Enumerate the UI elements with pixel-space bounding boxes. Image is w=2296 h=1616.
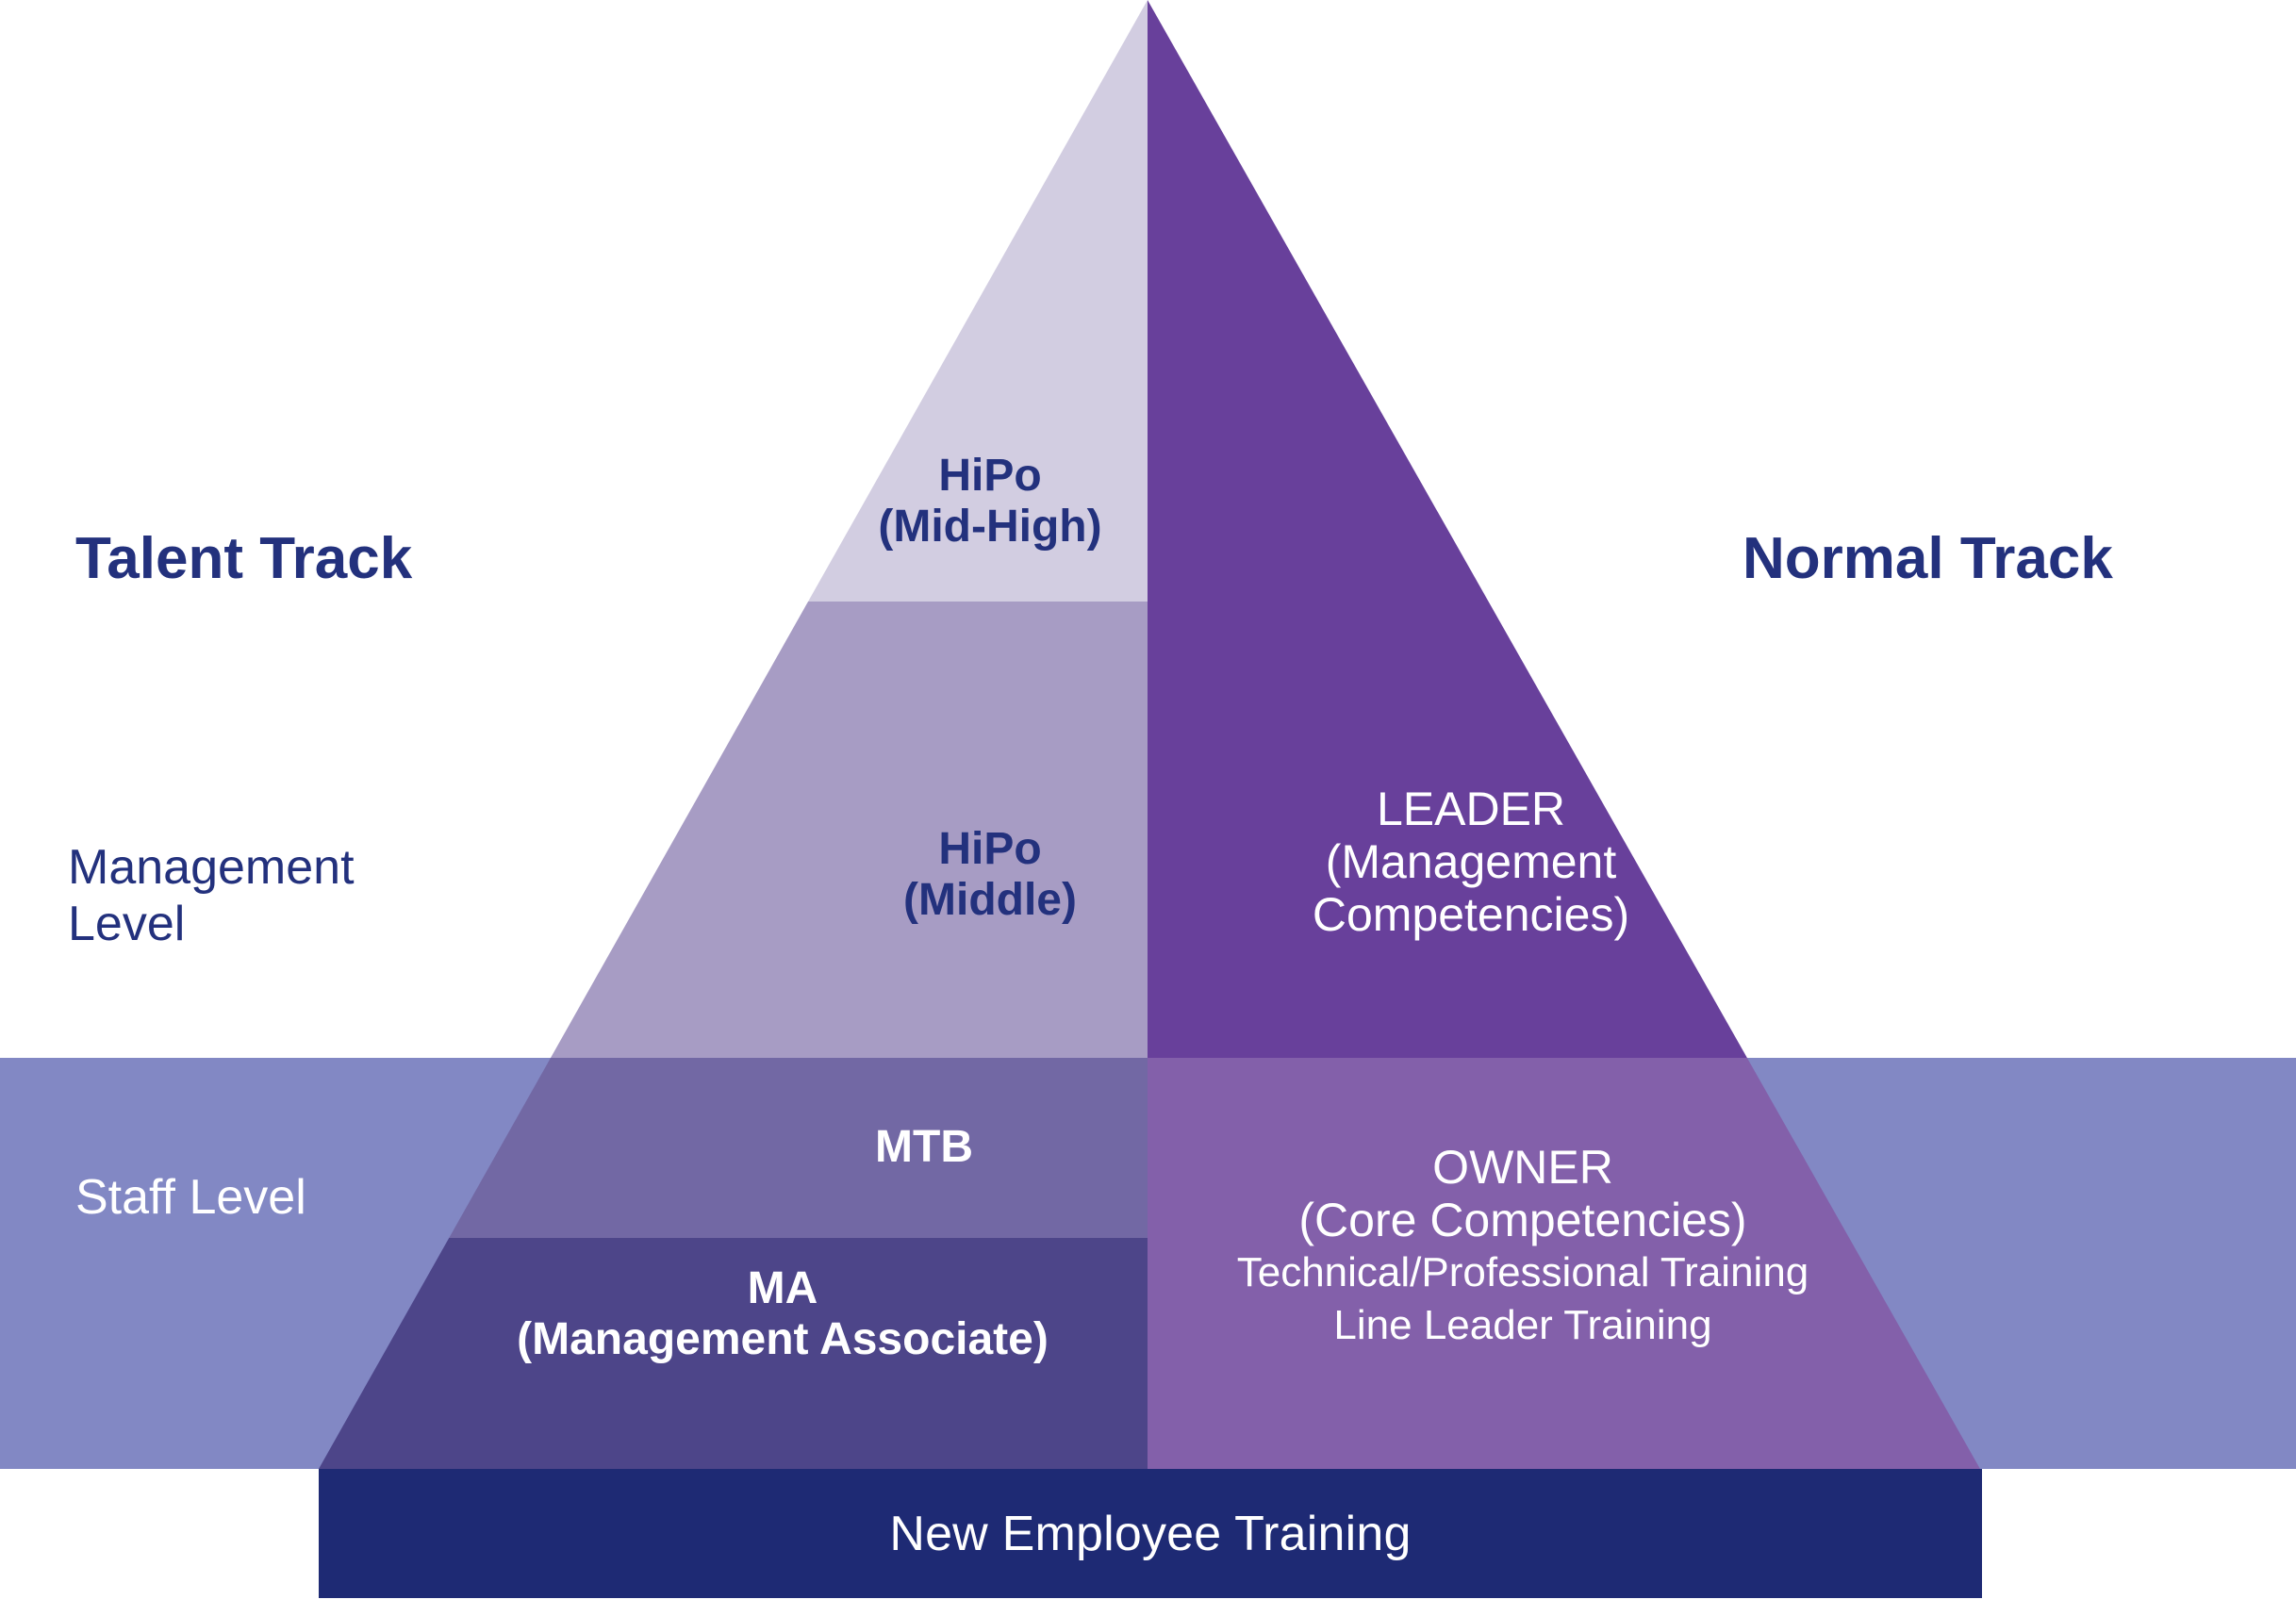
management-level-line-1: Management [68,840,355,895]
mtb-line-1: MTB [875,1122,973,1172]
ma-text: MA (Management Associate) [405,1263,1160,1365]
ma-line-1: MA [747,1263,818,1313]
hipo-mid-high-line-1: HiPo [938,451,1042,501]
hipo-middle-text: HiPo (Middle) [820,824,1160,926]
hipo-middle-line-2: (Middle) [903,874,1077,925]
leader-line-3: Competencies) [1312,888,1630,941]
new-employee-training-bar: New Employee Training [319,1469,1982,1598]
leader-text: LEADER (Management Competencies) [1160,783,1782,941]
normal-track-title: Normal Track [1743,526,2113,591]
hipo-mid-high-line-2: (Mid-High) [878,501,1102,552]
ma-line-2: (Management Associate) [517,1313,1049,1364]
staff-level-label: Staff Level [75,1170,306,1225]
tier-ma [319,1238,1148,1469]
leader-line-1: LEADER [1376,783,1566,835]
mtb-text: MTB [754,1122,1094,1173]
hipo-mid-high-text: HiPo (Mid-High) [820,451,1160,552]
hipo-middle-line-1: HiPo [938,824,1042,874]
owner-line-2: (Core Competencies) [1298,1194,1747,1246]
management-level-label: Management Level [68,839,558,953]
owner-line-4: Line Leader Training [1333,1302,1712,1349]
owner-text: OWNER (Core Competencies) Technical/Prof… [1146,1141,1900,1353]
owner-line-3: Technical/Professional Training [1236,1249,1809,1295]
leader-line-2: (Management [1325,835,1617,888]
talent-track-title: Talent Track [75,526,413,591]
management-level-line-2: Level [68,897,186,952]
new-employee-training-label: New Employee Training [889,1506,1412,1561]
owner-line-1: OWNER [1432,1141,1613,1194]
